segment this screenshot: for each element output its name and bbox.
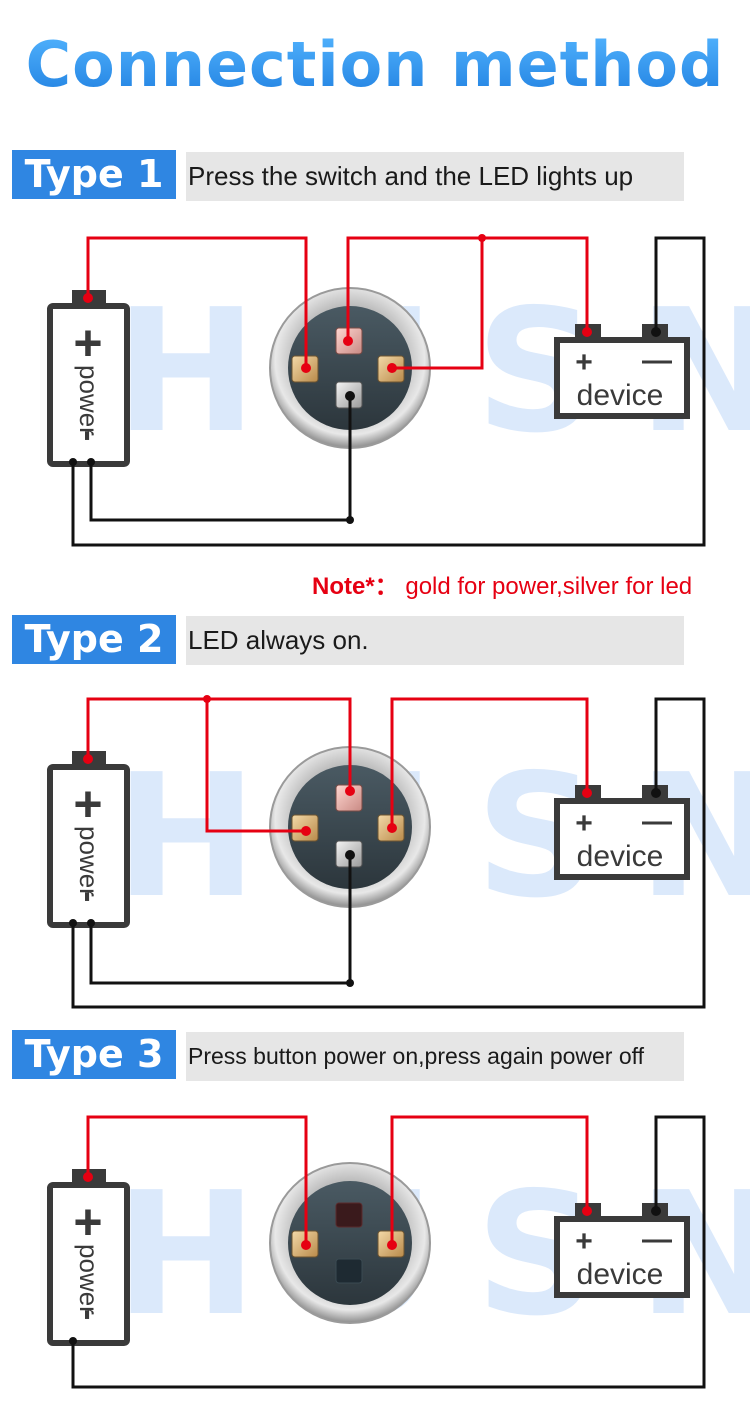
device-plus-sign: +: [575, 346, 593, 379]
power-plus-sign: +: [73, 315, 102, 371]
push-button-switch: [269, 1162, 431, 1324]
power-plus-sign: +: [73, 776, 102, 832]
wire-junction: [651, 327, 661, 337]
power-minus-sign: -: [70, 430, 108, 441]
type-1-description-text: Press the switch and the LED lights up: [188, 161, 634, 191]
wire-junction: [582, 1206, 592, 1216]
black-wires: [71, 697, 706, 1009]
wire-junction: [87, 919, 95, 927]
wire-junction: [345, 850, 355, 860]
device: + — device: [554, 324, 690, 419]
power-minus-sign: -: [70, 1309, 108, 1320]
wire-junction: [87, 458, 95, 466]
type-3-wiring-diagram: HUSN + power - + — device: [47, 1115, 750, 1389]
wire-junction: [387, 363, 397, 373]
wire-junction: [69, 919, 77, 927]
wire-junction: [83, 293, 93, 303]
wire-junction: [651, 788, 661, 798]
wire-junction: [69, 458, 77, 466]
device: + — device: [554, 1203, 690, 1298]
empty-terminal-top: [335, 1202, 363, 1228]
note: Note*： gold for power,silver for led: [312, 566, 692, 601]
type-3-description: Press button power on,press again power …: [186, 1032, 684, 1081]
note-prefix: Note*：: [312, 573, 399, 600]
wire-junction: [582, 327, 592, 337]
red-wires: [86, 236, 589, 370]
wire-junction: [387, 823, 397, 833]
wire-junction: [346, 516, 354, 524]
device-label: device: [577, 1258, 664, 1291]
wire-junction: [345, 786, 355, 796]
note-text: gold for power,silver for led: [398, 573, 693, 600]
type-1-wiring-diagram: HUSN + power - + — device: [47, 234, 750, 547]
wire-junction: [651, 1206, 661, 1216]
device-label: device: [577, 840, 664, 873]
power-label: power: [74, 826, 104, 897]
push-button-switch: [269, 746, 431, 908]
wire-junction: [582, 788, 592, 798]
power-label: power: [74, 365, 104, 436]
type-2-wiring-diagram: HUSN + power - + — device: [47, 695, 750, 1009]
wire-junction: [301, 363, 311, 373]
page-title: Connection method: [0, 28, 750, 101]
power-plus-sign: +: [73, 1194, 102, 1250]
device-minus-sign: —: [642, 1223, 672, 1256]
type-2-description: LED always on.: [186, 616, 684, 665]
type-2-description-text: LED always on.: [188, 625, 369, 655]
type-3-label: Type 3: [12, 1030, 176, 1079]
wire-junction: [83, 754, 93, 764]
wire-junction: [69, 1337, 77, 1345]
device-label: device: [577, 379, 664, 412]
empty-terminal-bottom: [335, 1258, 363, 1284]
wire-junction: [203, 695, 211, 703]
power-supply: + power -: [47, 290, 130, 467]
wire-junction: [343, 336, 353, 346]
wire-junction: [478, 234, 486, 242]
type-1-description: Press the switch and the LED lights up: [186, 152, 684, 201]
power-minus-sign: -: [70, 891, 108, 902]
black-wires: [71, 236, 706, 547]
wire-junction: [83, 1172, 93, 1182]
device-minus-sign: —: [642, 805, 672, 838]
device-plus-sign: +: [575, 1225, 593, 1258]
device-plus-sign: +: [575, 807, 593, 840]
type-3-description-text: Press button power on,press again power …: [188, 1043, 645, 1069]
device-minus-sign: —: [642, 344, 672, 377]
device: + — device: [554, 785, 690, 880]
black-wires: [71, 1115, 706, 1389]
red-wires: [86, 697, 589, 833]
wire-junction: [345, 391, 355, 401]
wire-junction: [301, 1240, 311, 1250]
type-2-label: Type 2: [12, 615, 176, 664]
power-supply: + power -: [47, 1169, 130, 1346]
power-label: power: [74, 1244, 104, 1315]
red-wires: [86, 1115, 589, 1245]
power-supply: + power -: [47, 751, 130, 928]
type-1-label: Type 1: [12, 150, 176, 199]
wire-junction: [346, 979, 354, 987]
wire-junction: [301, 826, 311, 836]
wire-junction: [387, 1240, 397, 1250]
